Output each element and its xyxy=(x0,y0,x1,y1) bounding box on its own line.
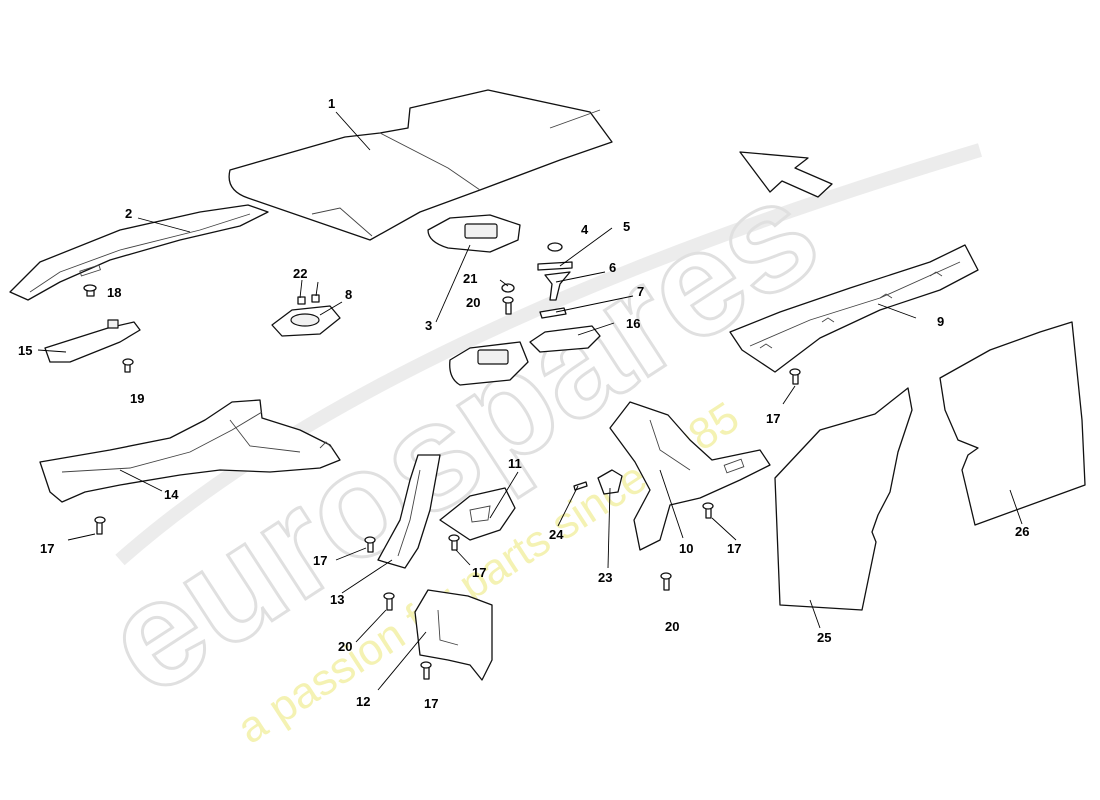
leader-lines xyxy=(37,111,1023,691)
part-10-pillar-trim xyxy=(609,401,771,551)
callout-12: 12 xyxy=(356,694,370,709)
callout-20b: 20 xyxy=(338,639,352,654)
callout-8: 8 xyxy=(345,287,352,302)
callout-15: 15 xyxy=(18,343,32,358)
fastener-17b xyxy=(94,516,106,535)
part-3-roof-console xyxy=(427,214,521,253)
callout-13: 13 xyxy=(330,592,344,607)
callout-23: 23 xyxy=(598,570,612,585)
callout-11: 11 xyxy=(508,456,522,471)
callout-17b: 17 xyxy=(40,541,54,556)
callout-22: 22 xyxy=(293,266,307,281)
callout-5: 5 xyxy=(623,219,630,234)
callout-26: 26 xyxy=(1015,524,1029,539)
fasteners xyxy=(83,283,801,680)
part-12-lower-pillar xyxy=(414,589,493,681)
part-14-side-trim xyxy=(39,399,341,503)
watermark-swoosh xyxy=(115,143,983,566)
fastener-18 xyxy=(83,284,97,297)
part-3-lower-console xyxy=(449,341,529,386)
part-25-panel xyxy=(774,387,913,611)
fastener-17f xyxy=(420,661,432,680)
callout-19: 19 xyxy=(130,391,144,406)
part-26-panel xyxy=(939,321,1086,526)
part-16-panel xyxy=(529,325,601,353)
part-9-rear-trim xyxy=(729,244,979,373)
part-23-latch xyxy=(597,469,623,495)
part-1-headliner xyxy=(228,89,613,241)
fastener-17d xyxy=(448,534,460,551)
part-13-b-pillar xyxy=(377,454,441,569)
callout-17d: 17 xyxy=(472,565,486,580)
callout-25: 25 xyxy=(817,630,831,645)
callout-20a: 20 xyxy=(466,295,480,310)
fastener-17c xyxy=(364,536,376,553)
callout-17f: 17 xyxy=(424,696,438,711)
part-4-washer xyxy=(547,242,563,252)
part-7-plate xyxy=(539,307,567,319)
fastener-17a xyxy=(789,368,801,385)
part-6-bracket xyxy=(544,271,571,301)
fastener-21 xyxy=(501,283,515,293)
callout-3: 3 xyxy=(425,318,432,333)
callout-2: 2 xyxy=(125,206,132,221)
part-5-clip xyxy=(537,261,573,271)
callout-17e: 17 xyxy=(727,541,741,556)
callout-17a: 17 xyxy=(766,411,780,426)
callout-1: 1 xyxy=(328,96,335,111)
callout-24: 24 xyxy=(549,527,564,542)
callout-20c: 20 xyxy=(665,619,679,634)
fastener-20b xyxy=(383,592,395,611)
part-11-panel xyxy=(439,487,516,541)
part-22-clips xyxy=(297,294,320,305)
fastener-17e xyxy=(702,502,714,519)
callouts: 1 2 3 4 5 6 7 8 9 10 11 12 13 14 15 16 1… xyxy=(18,96,1029,711)
callout-14: 14 xyxy=(164,487,179,502)
callout-10: 10 xyxy=(679,541,693,556)
callout-21: 21 xyxy=(463,271,477,286)
part-15-sun-visor xyxy=(44,319,141,363)
callout-6: 6 xyxy=(609,260,616,275)
part-8-interior-light xyxy=(271,305,341,337)
direction-arrow xyxy=(739,151,833,198)
callout-18: 18 xyxy=(107,285,121,300)
callout-17c: 17 xyxy=(313,553,327,568)
callout-4: 4 xyxy=(581,222,589,237)
callout-16: 16 xyxy=(626,316,640,331)
callout-9: 9 xyxy=(937,314,944,329)
part-2-roof-rail xyxy=(9,204,269,301)
fastener-19 xyxy=(122,358,134,373)
fastener-20a xyxy=(502,296,514,315)
fastener-20c xyxy=(660,572,672,591)
callout-7: 7 xyxy=(637,284,644,299)
